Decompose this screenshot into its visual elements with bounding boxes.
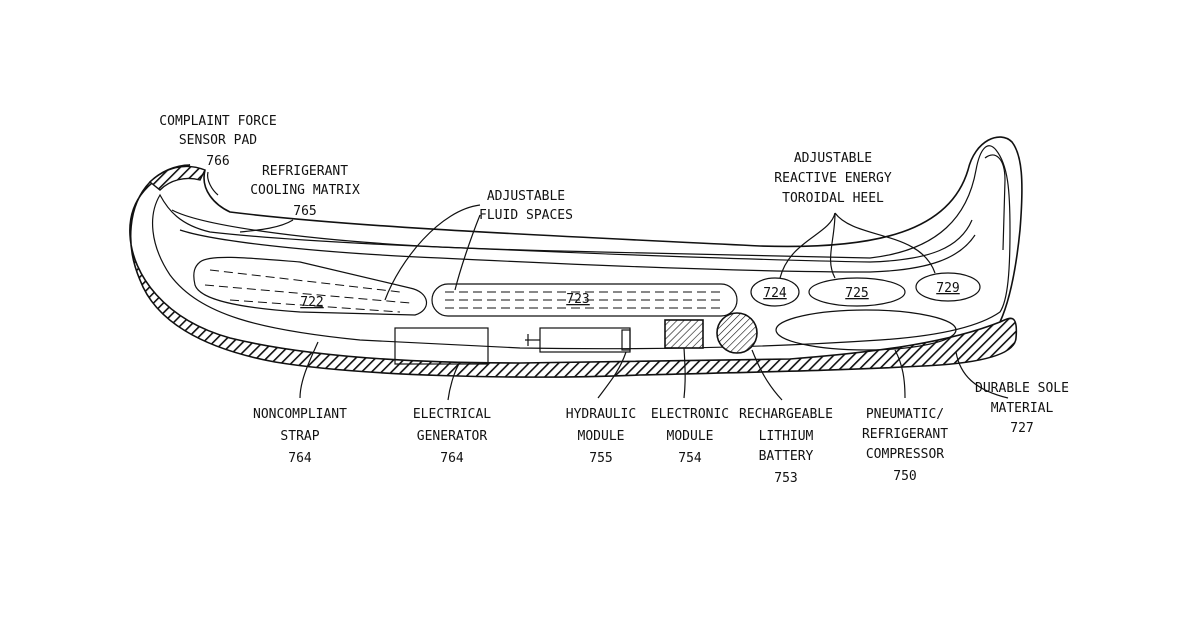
chamber-722-label: 722	[300, 295, 323, 310]
label-fluid-1: ADJUSTABLE	[487, 189, 565, 204]
toe-cap	[150, 166, 205, 190]
label-compressor-3: COMPRESSOR	[866, 447, 944, 462]
label-cooling-1: REFRIGERANT	[262, 164, 348, 179]
label-hydraulic-num: 755	[589, 451, 612, 466]
label-sensor-pad-2: SENSOR PAD	[179, 133, 257, 148]
label-electronic-1: ELECTRONIC	[651, 407, 729, 422]
label-sensor-pad-num: 766	[206, 154, 229, 169]
label-sole-1: DURABLE SOLE	[975, 381, 1069, 396]
label-sole-2: MATERIAL	[991, 401, 1054, 416]
label-compressor-num: 750	[893, 469, 916, 484]
label-electronic-num: 754	[678, 451, 702, 466]
electronic-module	[665, 320, 703, 348]
chamber-722-fill-1	[210, 270, 400, 292]
label-battery-3: BATTERY	[759, 449, 814, 464]
label-battery-2: LITHIUM	[759, 429, 814, 444]
compressor-750	[776, 310, 956, 350]
chamber-725-label: 725	[845, 286, 868, 301]
label-fluid-2: FLUID SPACES	[479, 208, 573, 223]
label-strap-1: NONCOMPLIANT	[253, 407, 347, 422]
label-compressor-1: PNEUMATIC/	[866, 407, 944, 422]
label-battery-1: RECHARGEABLE	[739, 407, 833, 422]
label-strap-2: STRAP	[280, 429, 319, 444]
label-hydraulic-1: HYDRAULIC	[566, 407, 636, 422]
label-electronic-2: MODULE	[667, 429, 714, 444]
leader-766	[208, 172, 218, 195]
battery-753	[717, 313, 757, 353]
label-heel-1: ADJUSTABLE	[794, 151, 872, 166]
label-sole-num: 727	[1010, 421, 1033, 436]
label-cooling-2: COOLING MATRIX	[250, 183, 360, 198]
label-strap-num: 764	[288, 451, 312, 466]
chamber-723-label: 723	[566, 292, 589, 307]
chamber-724-label: 724	[763, 286, 787, 301]
leader-765	[240, 220, 293, 232]
label-generator-2: GENERATOR	[417, 429, 488, 444]
hydraulic-end	[622, 330, 630, 350]
chamber-729-label: 729	[936, 281, 959, 296]
label-compressor-2: REFRIGERANT	[862, 427, 948, 442]
label-generator-1: ELECTRICAL	[413, 407, 491, 422]
leader-753	[752, 350, 782, 400]
label-sensor-pad-1: COMPLAINT FORCE	[159, 114, 276, 129]
label-heel-3: TOROIDAL HEEL	[782, 191, 884, 206]
label-heel-2: REACTIVE ENERGY	[774, 171, 892, 186]
label-battery-num: 753	[774, 471, 797, 486]
label-generator-num: 764	[440, 451, 464, 466]
label-cooling-num: 765	[293, 204, 316, 219]
leader-fluid-b	[455, 215, 480, 290]
label-hydraulic-2: MODULE	[578, 429, 625, 444]
heel-inner-curve	[985, 155, 1005, 250]
